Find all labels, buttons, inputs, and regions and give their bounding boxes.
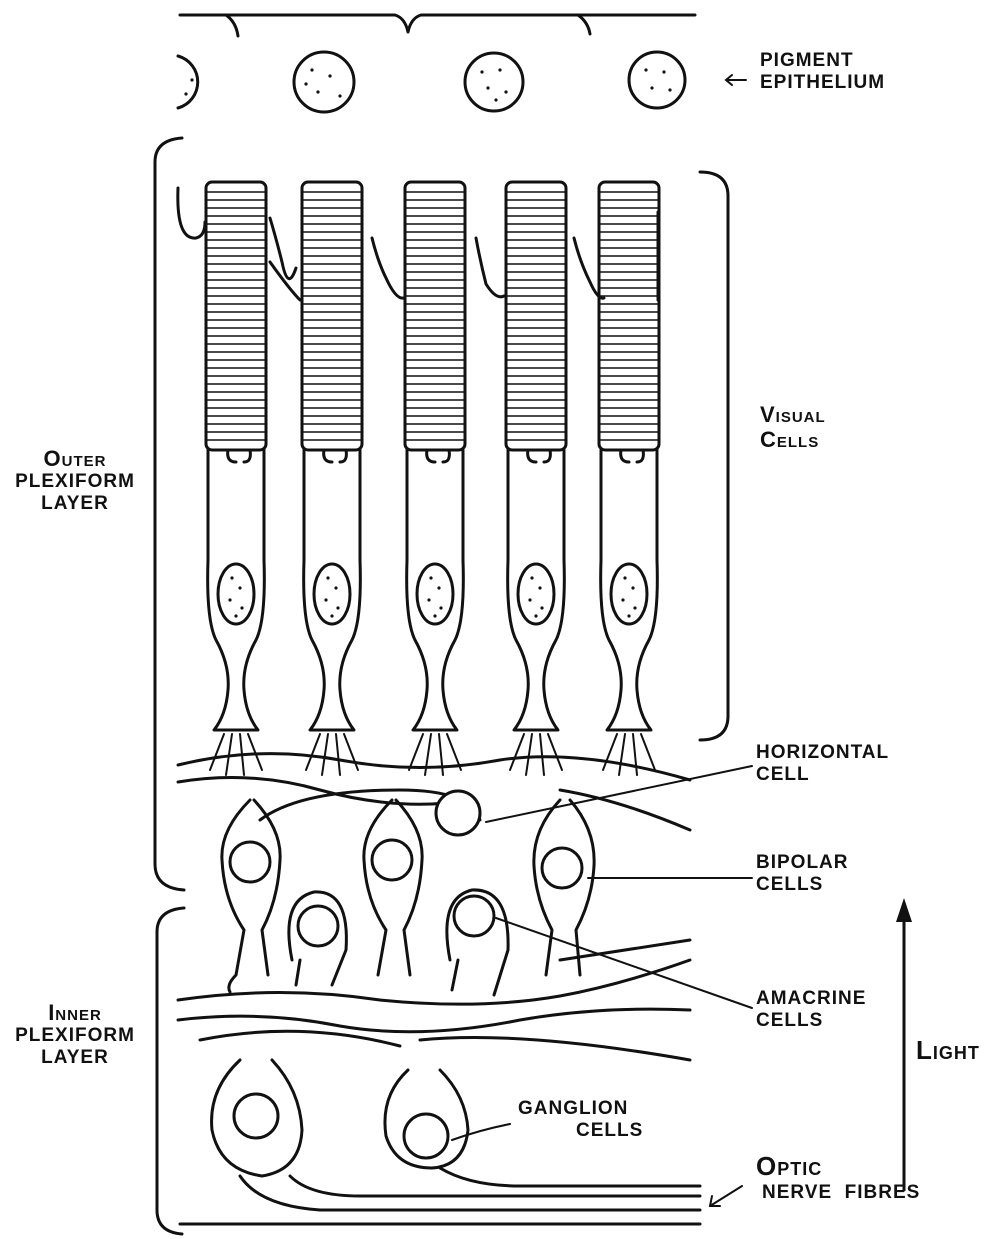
light-arrow-head	[896, 898, 912, 922]
amacrine-cells-label: AMACRINE CELLS	[756, 988, 866, 1032]
outer-limiting-membrane	[178, 188, 658, 300]
top-brace	[180, 15, 695, 36]
outer-plexiform-layer-label: Outer PLEXIFORM LAYER	[0, 446, 150, 515]
pigment-epithelium-label: PIGMENT EPITHELIUM	[760, 50, 885, 94]
outer-plexiform-bracket	[155, 138, 184, 890]
light-label: Light	[916, 1036, 980, 1066]
optic-nerve-fibres-label: Optic NERVE FIBRES	[756, 1152, 920, 1204]
amacrine-cells	[289, 890, 508, 995]
inner-plexiform-layer-label: Inner PLEXIFORM LAYER	[0, 1000, 150, 1069]
ganglion-cells	[212, 1060, 468, 1176]
ganglion-cells-pointer	[452, 1124, 510, 1140]
optic-nerve-pointer	[710, 1186, 742, 1206]
ganglion-cells-label: GANGLION CELLS	[518, 1098, 643, 1142]
visual-cells-bracket	[700, 172, 728, 740]
amacrine-cells-pointer	[496, 918, 752, 1008]
pigment-epithelium-pointer	[726, 75, 746, 85]
horizontal-cell-label: HORIZONTAL CELL	[756, 742, 889, 786]
inner-plexiform-bracket	[157, 908, 184, 1234]
visual-cells-label: Visual Cells	[760, 402, 826, 453]
horizontal-cell	[436, 791, 480, 835]
bipolar-cells-label: BIPOLAR CELLS	[756, 852, 849, 896]
horizontal-fibres	[178, 754, 690, 830]
visual-cells	[206, 182, 659, 775]
bipolar-cells	[222, 800, 594, 992]
pigment-epithelium-cells	[178, 52, 685, 112]
inner-plexiform-fibres	[178, 940, 690, 1060]
